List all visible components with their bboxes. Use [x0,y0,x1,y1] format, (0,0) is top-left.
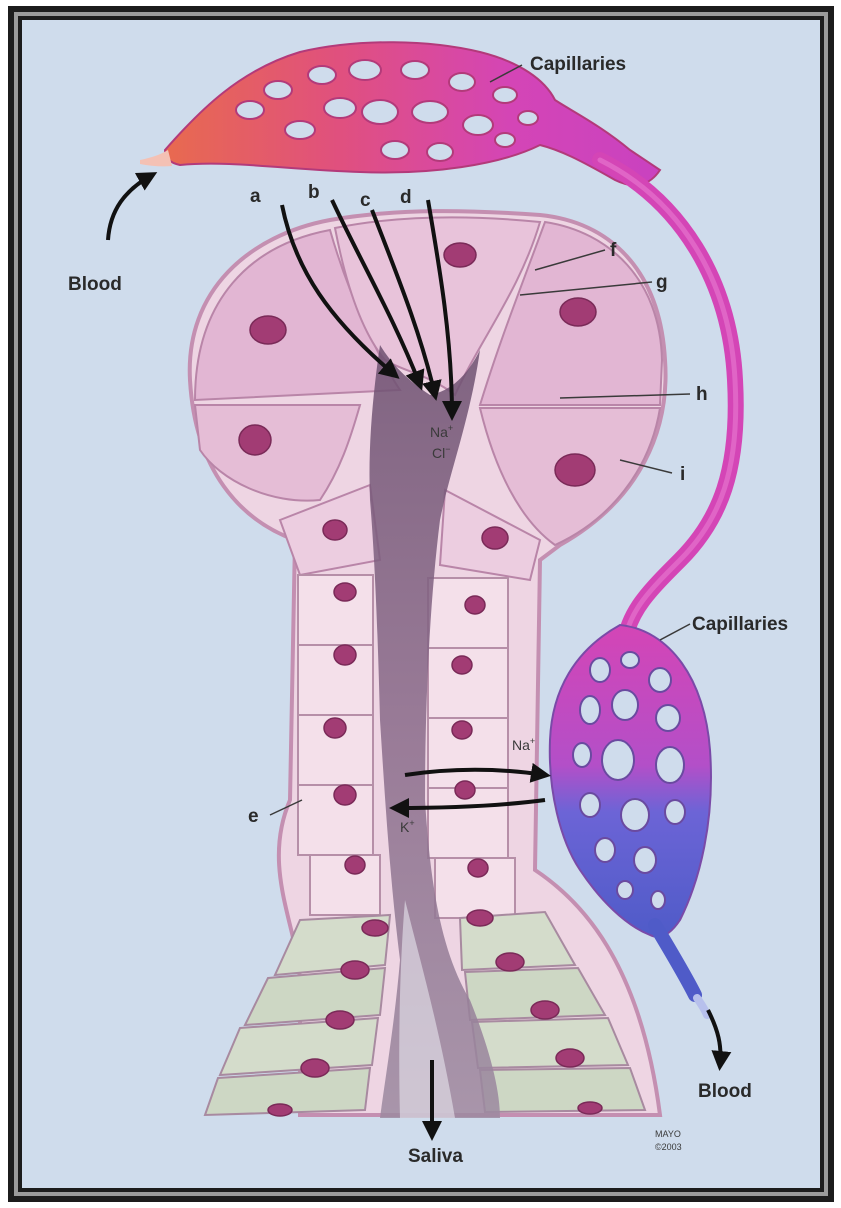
label-c: c [360,190,371,211]
label-d: d [400,187,412,208]
label-blood-in: Blood [68,274,122,295]
label-f: f [610,240,617,261]
label-g: g [656,272,668,293]
credit-line-2: ©2003 [655,1142,682,1152]
label-blood-out: Blood [698,1081,752,1102]
label-b: b [308,182,320,203]
label-a: a [250,186,261,207]
label-h: h [696,384,708,405]
label-i: i [680,464,685,485]
label-saliva: Saliva [408,1146,463,1167]
credit-line-1: MAYO [655,1129,681,1139]
label-e: e [248,806,259,827]
label-capillaries-top: Capillaries [530,54,626,75]
label-capillaries-bottom: Capillaries [692,614,788,635]
